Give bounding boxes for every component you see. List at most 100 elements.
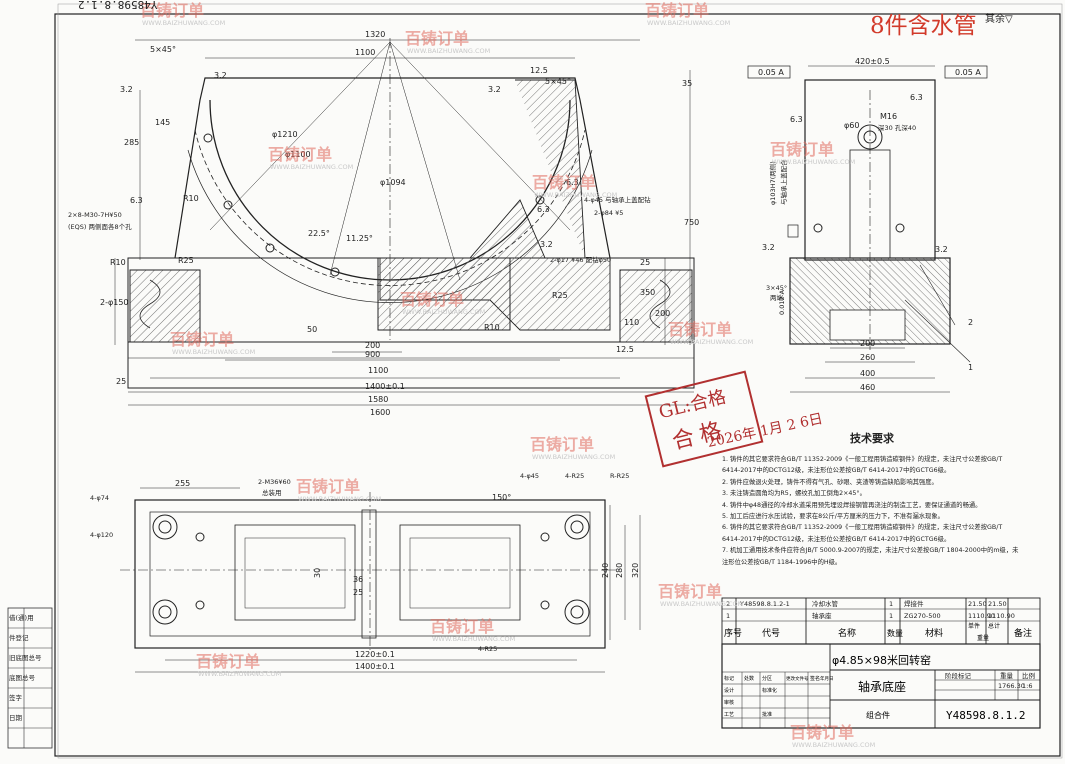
tb-label: 标记 <box>724 675 734 682</box>
watermark-logo: 百铸订单 <box>658 582 722 601</box>
bom-header: 总计 <box>988 622 1000 630</box>
dim-label: 3×45° <box>766 284 787 292</box>
dim-label: 5×45° <box>150 45 176 54</box>
dim-label: 1600 <box>370 408 390 417</box>
watermark-url: WWW.BAIZHUWANG.COM <box>432 635 515 643</box>
watermark-logo: 百铸订单 <box>268 145 332 164</box>
dim-label: 12.5 <box>530 66 548 75</box>
dim-label: φ60 <box>844 121 859 130</box>
dim-label: 25 <box>353 588 363 597</box>
dim-label: 4-R25 <box>478 645 497 653</box>
watermark-url: WWW.BAIZHUWANG.COM <box>660 600 743 608</box>
dim-label: 0.012 A <box>778 289 786 315</box>
tb-label: 签名 <box>810 675 820 682</box>
requirement-item: 7. 机加工通用技术条件应符合JB/T 5000.9-2007的规定，未注尺寸公… <box>722 547 1019 566</box>
drawing-number-top: Y48598.8.1.2 <box>78 0 158 11</box>
dim-label: 4-φ120 <box>90 531 113 539</box>
technical-requirements-title: 技术要求 <box>850 432 894 445</box>
watermark-url: WWW.BAIZHUWANG.COM <box>792 741 875 749</box>
watermark-url: WWW.BAIZHUWANG.COM <box>407 47 490 55</box>
dim-label: 3.2 <box>540 240 553 249</box>
dim-label: 25 <box>640 258 650 267</box>
weight-label: 重量 <box>1000 672 1014 680</box>
bom-header: 名称 <box>838 627 856 639</box>
requirement-item: 1. 铸件的其它要求符合GB/T 11352-2009《一般工程用铸造碳钢件》的… <box>722 456 1003 475</box>
bom-header: 单件 <box>968 622 980 630</box>
bom-header: 重量 <box>977 634 989 642</box>
requirement-item: 5. 加工后应进行水压试验，要求在8公斤/平方厘米的压力下，不准有漏水现象。 <box>722 513 944 521</box>
project-name: φ4.85×98米回转窑 <box>832 653 931 667</box>
title-block-text: φ4.85×98米回转窑 轴承底座 组合件 Y48598.8.1.2 阶段标记 … <box>724 653 1035 722</box>
dim-label: 2-φ150 <box>100 298 129 307</box>
dim-label: 3.2 <box>762 243 775 252</box>
dim-label: 3.2 <box>120 85 133 94</box>
dim-label: 200 <box>860 339 875 348</box>
bom-header: 序号 <box>724 627 742 639</box>
dim-label: 4-R25 <box>565 472 584 480</box>
bom-header: 材料 <box>925 627 943 639</box>
dim-label: 1400±0.1 <box>355 662 395 671</box>
bom-cell: 轴承座 <box>812 611 832 620</box>
bom-cell: 1110.90 <box>968 612 995 620</box>
dim-label: φ103H7(两侧) <box>768 161 777 205</box>
left-strip-label: 旧底图总号 <box>9 653 42 662</box>
front-view <box>114 38 695 406</box>
watermark-url: WWW.BAIZHUWANG.COM <box>298 495 381 503</box>
dim-label: 900 <box>365 350 380 359</box>
tb-label: 更改文件号 <box>786 675 809 682</box>
note-label: φ1094 <box>380 178 406 187</box>
dim-label: M16 <box>880 112 897 121</box>
dim-label: 200 <box>365 341 380 350</box>
dim-label: 6.3 <box>910 93 923 102</box>
dim-label: R10 <box>110 258 126 267</box>
dim-label: 1100 <box>368 366 388 375</box>
dim-label: 420±0.5 <box>855 57 890 66</box>
scale-value: 1:6 <box>1022 682 1032 690</box>
dim-label: 150° <box>492 493 511 502</box>
plan-view <box>120 487 641 673</box>
note-label: φ1210 <box>272 130 298 139</box>
bom-cell: 1110.90 <box>988 612 1015 620</box>
dim-label: 与轴承上盖配合 <box>779 159 788 205</box>
leader-label: 2 <box>968 318 973 327</box>
dim-label: 280 <box>615 563 624 578</box>
watermark-url: WWW.BAIZHUWANG.COM <box>772 158 855 166</box>
handwritten-note: 8件含水管 <box>870 13 977 39</box>
stage-label: 阶段标记 <box>945 671 972 680</box>
tb-label: 工艺 <box>724 712 734 718</box>
dim-label: R25 <box>552 291 568 300</box>
left-strip-label: 签字 <box>9 693 23 702</box>
dim-label: 6.3 <box>130 196 143 205</box>
dim-label: 6.3 <box>566 178 579 187</box>
requirement-item: 6. 铸件的其它要求符合GB/T 11352-2009《一般工程用铸造碳钢件》的… <box>722 524 1003 543</box>
dim-label: 460 <box>860 383 875 392</box>
dim-label: 145 <box>155 118 170 127</box>
watermark-url: WWW.BAIZHUWANG.COM <box>534 191 617 199</box>
dim-label: 1100 <box>355 48 375 57</box>
watermark-url: WWW.BAIZHUWANG.COM <box>172 348 255 356</box>
bom-table: 2 Y48598.8.1.2-1 冷却水管 1 焊接件 21.50 21.50 … <box>724 599 1032 642</box>
dim-label: 1400±0.1 <box>365 382 405 391</box>
requirement-item: 2. 铸件应做退火处理，铸件不得有气孔、砂眼、夹渣等铸造缺陷影响其强度。 <box>722 478 938 486</box>
dim-label: 350 <box>640 288 655 297</box>
bom-header: 代号 <box>762 628 780 639</box>
bom-cell: 焊接件 <box>904 599 924 608</box>
dim-label: 36 <box>353 575 363 584</box>
dim-label: 3.2 <box>214 71 227 80</box>
watermark-url: WWW.BAIZHUWANG.COM <box>270 163 353 171</box>
left-strip-label: 底图总号 <box>9 673 36 682</box>
roughness-symbol: 其余▽ <box>985 10 1013 25</box>
dim-label: 285 <box>124 138 139 147</box>
dim-label: 11.25° <box>346 234 373 243</box>
dim-label: 750 <box>684 218 699 227</box>
dim-label: 深30 孔深40 <box>878 123 916 132</box>
scale-label: 比例 <box>1022 671 1035 680</box>
dim-label: 240 <box>601 563 610 578</box>
subtitle: 组合件 <box>866 710 890 720</box>
note-label: 4-φ45 与轴承上盖配钻 <box>584 195 651 204</box>
weight-value: 1766.30 <box>998 682 1025 690</box>
dim-label: 1580 <box>368 395 388 404</box>
requirement-item: 4. 铸件中φ48通径的冷却水道采用预先埋设焊接钢管再浇注的制造工艺，要保证通道… <box>722 501 982 509</box>
